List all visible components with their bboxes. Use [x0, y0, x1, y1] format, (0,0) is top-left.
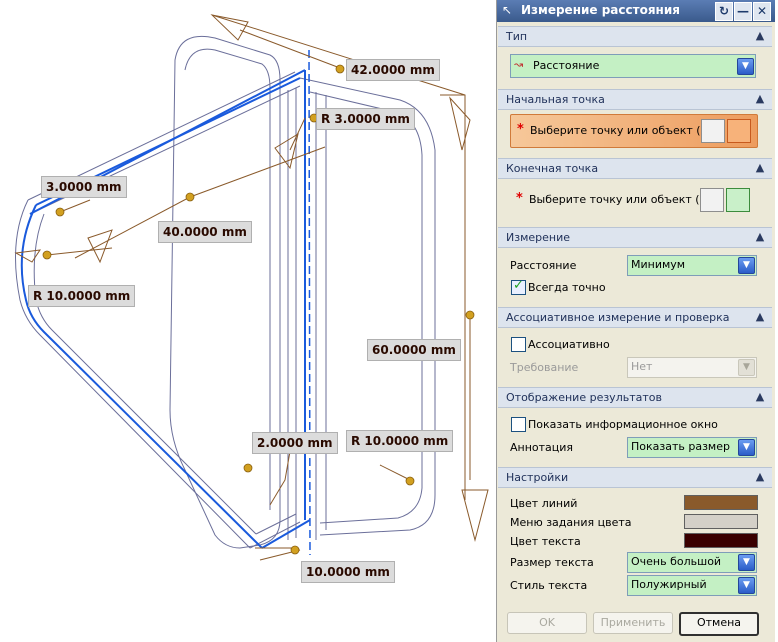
distance-select[interactable]: Минимум ▼ — [627, 255, 757, 276]
section-title: Ассоциативное измерение и проверка — [506, 311, 730, 324]
dimension-label[interactable]: R 3.0000 mm — [316, 108, 415, 130]
color-menu-label: Меню задания цвета — [510, 516, 632, 529]
required-icon: * — [516, 191, 523, 206]
point-dialog-icon[interactable] — [700, 188, 724, 212]
chevron-down-icon[interactable]: ▼ — [738, 554, 755, 571]
line-color-swatch[interactable] — [684, 495, 758, 510]
requirement-select: Нет ▼ — [627, 357, 757, 378]
section-title: Отображение результатов — [506, 391, 662, 404]
text-style-value: Полужирный — [631, 578, 707, 591]
info-window-checkbox[interactable] — [511, 417, 526, 432]
arrow-cursor-icon: ↖ — [502, 3, 513, 17]
check-icon: ✓ — [513, 278, 524, 293]
cancel-button[interactable]: Отмена — [679, 612, 759, 636]
ok-button[interactable]: OK — [507, 612, 587, 634]
type-value: Расстояние — [533, 59, 600, 72]
collapse-icon[interactable]: ▲ — [755, 390, 765, 403]
text-style-select[interactable]: Полужирный ▼ — [627, 575, 757, 596]
dialog-titlebar[interactable]: ↖ Измерение расстояния ↻ — ✕ — [497, 0, 775, 22]
annotation-value: Показать размер — [631, 440, 730, 453]
distance-label: Расстояние — [510, 259, 577, 272]
dimension-label[interactable]: 10.0000 mm — [301, 561, 395, 583]
dimension-label[interactable]: 60.0000 mm — [367, 339, 461, 361]
text-size-label: Размер текста — [510, 556, 594, 569]
collapse-icon[interactable]: ▲ — [755, 230, 765, 243]
minimize-icon[interactable]: — — [734, 2, 752, 21]
point-snap-icon[interactable] — [727, 119, 751, 143]
reset-icon[interactable]: ↻ — [715, 2, 733, 21]
info-window-label: Показать информационное окно — [528, 418, 718, 431]
collapse-icon[interactable]: ▲ — [755, 29, 765, 42]
dimension-label[interactable]: 40.0000 mm — [158, 221, 252, 243]
section-end-point[interactable]: Конечная точка ▲ — [498, 158, 772, 179]
start-point-prompt: Выберите точку или объект (0) — [530, 124, 712, 137]
section-title: Начальная точка — [506, 93, 605, 106]
chevron-down-icon[interactable]: ▼ — [738, 577, 755, 594]
annotation-label: Аннотация — [510, 441, 574, 454]
apply-button[interactable]: Применить — [593, 612, 673, 634]
point-snap-icon[interactable] — [726, 188, 750, 212]
section-associative[interactable]: Ассоциативное измерение и проверка ▲ — [498, 307, 772, 328]
section-settings[interactable]: Настройки ▲ — [498, 467, 772, 488]
model-geometry — [14, 14, 489, 561]
distance-value: Минимум — [631, 258, 686, 271]
dimension-label[interactable]: 3.0000 mm — [41, 176, 127, 198]
associative-label: Ассоциативно — [528, 338, 610, 351]
distance-type-icon: ↝ — [514, 58, 524, 71]
chevron-down-icon: ▼ — [738, 359, 755, 376]
section-title: Измерение — [506, 231, 571, 244]
end-point-selector[interactable]: * Выберите точку или объект (0) — [510, 184, 756, 216]
section-title: Настройки — [506, 471, 569, 484]
section-title: Тип — [506, 30, 528, 43]
line-color-label: Цвет линий — [510, 497, 578, 510]
collapse-icon[interactable]: ▲ — [755, 310, 765, 323]
end-point-prompt: Выберите точку или объект (0) — [529, 193, 711, 206]
collapse-icon[interactable]: ▲ — [755, 92, 765, 105]
text-color-label: Цвет текста — [510, 535, 581, 548]
associative-checkbox[interactable] — [511, 337, 526, 352]
section-title: Конечная точка — [506, 162, 599, 175]
always-exact-label: Всегда точно — [528, 281, 606, 294]
required-icon: * — [517, 122, 524, 137]
text-color-swatch[interactable] — [684, 533, 758, 548]
section-results[interactable]: Отображение результатов ▲ — [498, 387, 772, 408]
requirement-value: Нет — [631, 360, 653, 373]
chevron-down-icon[interactable]: ▼ — [738, 257, 755, 274]
close-icon[interactable]: ✕ — [753, 2, 771, 21]
dialog-title: Измерение расстояния — [521, 3, 680, 17]
collapse-icon[interactable]: ▲ — [755, 470, 765, 483]
section-measurement[interactable]: Измерение ▲ — [498, 227, 772, 248]
text-size-select[interactable]: Очень большой ▼ — [627, 552, 757, 573]
section-start-point[interactable]: Начальная точка ▲ — [498, 89, 772, 110]
dimension-label[interactable]: R 10.0000 mm — [346, 430, 454, 452]
annotation-select[interactable]: Показать размер ▼ — [627, 437, 757, 458]
type-select[interactable]: ↝ Расстояние ▼ — [510, 54, 756, 78]
dimension-label[interactable]: 42.0000 mm — [346, 59, 440, 81]
dimension-label[interactable]: R 10.0000 mm — [28, 285, 136, 307]
requirement-label: Требование — [510, 361, 579, 374]
chevron-down-icon[interactable]: ▼ — [737, 58, 754, 75]
text-size-value: Очень большой — [631, 555, 722, 568]
section-type[interactable]: Тип ▲ — [498, 26, 772, 47]
text-style-label: Стиль текста — [510, 579, 588, 592]
graphics-window[interactable]: 42.0000 mm R 3.0000 mm 3.0000 mm 40.0000… — [0, 0, 496, 642]
point-dialog-icon[interactable] — [701, 119, 725, 143]
collapse-icon[interactable]: ▲ — [755, 161, 765, 174]
always-exact-checkbox[interactable]: ✓ — [511, 278, 526, 295]
start-point-selector[interactable]: * Выберите точку или объект (0) — [510, 114, 758, 148]
dimension-label[interactable]: 2.0000 mm — [252, 432, 338, 454]
chevron-down-icon[interactable]: ▼ — [738, 439, 755, 456]
color-menu-swatch[interactable] — [684, 514, 758, 529]
